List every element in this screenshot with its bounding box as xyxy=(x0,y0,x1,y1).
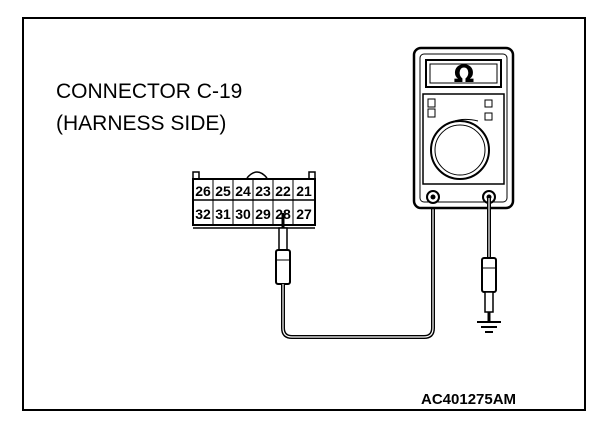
pin-label: 22 xyxy=(275,183,291,199)
figure-code: AC401275AM xyxy=(421,391,516,408)
ohmmeter-icon xyxy=(412,46,515,210)
probe-icon xyxy=(481,257,497,322)
connector-icon xyxy=(192,171,316,229)
pin-label: 31 xyxy=(215,206,231,222)
pin-label: 24 xyxy=(235,183,251,199)
connector-title: CONNECTOR C-19 xyxy=(56,80,242,103)
pin-label: 27 xyxy=(296,206,312,222)
connector-subtitle: (HARNESS SIDE) xyxy=(56,112,226,135)
pin-label: 25 xyxy=(215,183,231,199)
meter-display-symbol: Ω xyxy=(454,60,474,88)
pin-label: 26 xyxy=(195,183,211,199)
pin-label: 21 xyxy=(296,183,312,199)
pin-label: 23 xyxy=(255,183,271,199)
pin-label: 29 xyxy=(255,206,271,222)
pin-label: 30 xyxy=(235,206,251,222)
ground-icon xyxy=(477,321,501,333)
pin-label: 32 xyxy=(195,206,211,222)
probe-icon xyxy=(275,213,291,285)
